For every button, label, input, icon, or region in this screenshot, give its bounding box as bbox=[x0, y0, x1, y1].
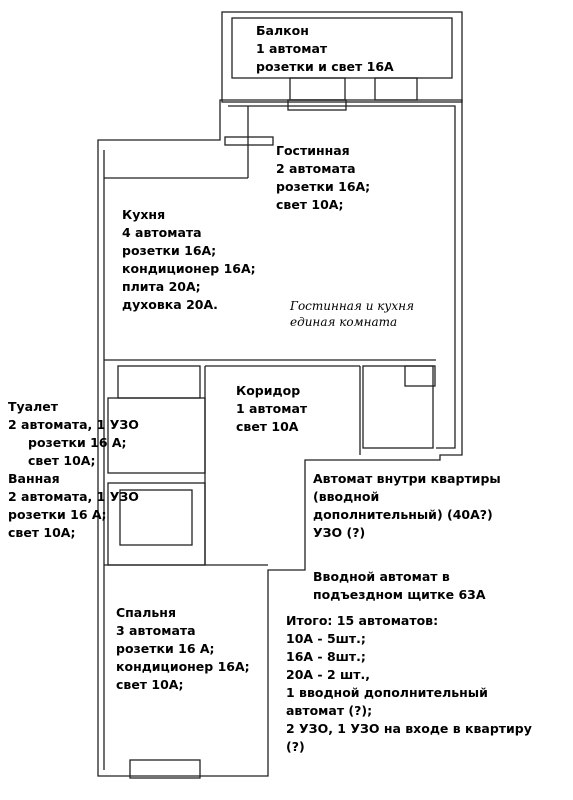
kitchen-window bbox=[224, 136, 274, 146]
balcony-label: Балкон 1 автомат розетки и свет 16А bbox=[256, 23, 394, 74]
bathroom-label: Ванная 2 автомата, 1 УЗО розетки 16 А; с… bbox=[8, 471, 139, 540]
living-label: Гостинная 2 автомата розетки 16А; свет 1… bbox=[276, 143, 371, 212]
closet bbox=[404, 365, 436, 387]
total-summary: Итого: 15 автоматов: 10А - 5шт.; 16А - 8… bbox=[286, 613, 532, 754]
inner-breaker-note: Автомат внутри квартиры (вводной дополни… bbox=[313, 471, 501, 540]
corridor-label: Коридор 1 автомат свет 10А bbox=[236, 383, 308, 434]
entry-door bbox=[362, 365, 434, 449]
outer-wall bbox=[97, 99, 463, 777]
input-breaker-note: Вводной автомат в подъездном щитке 63А bbox=[313, 569, 486, 602]
balcony-window bbox=[289, 77, 346, 101]
kitchen-label: Кухня 4 автомата розетки 16А; кондиционе… bbox=[122, 207, 256, 312]
bedroom-label: Спальня 3 автомата розетки 16 А; кондици… bbox=[116, 605, 250, 692]
toilet-box bbox=[117, 365, 201, 399]
toilet-label: Туалет 2 автомата, 1 УЗО розетки 16 А; с… bbox=[8, 399, 139, 468]
balcony-door bbox=[374, 77, 418, 101]
inner-wall-offset bbox=[228, 105, 456, 449]
balcony-outline bbox=[221, 11, 463, 103]
bath-inner bbox=[119, 489, 193, 546]
bedroom-window bbox=[129, 759, 201, 779]
living-window bbox=[287, 99, 347, 111]
living-kitchen-note: Гостинная и кухня единая комната bbox=[290, 299, 415, 329]
